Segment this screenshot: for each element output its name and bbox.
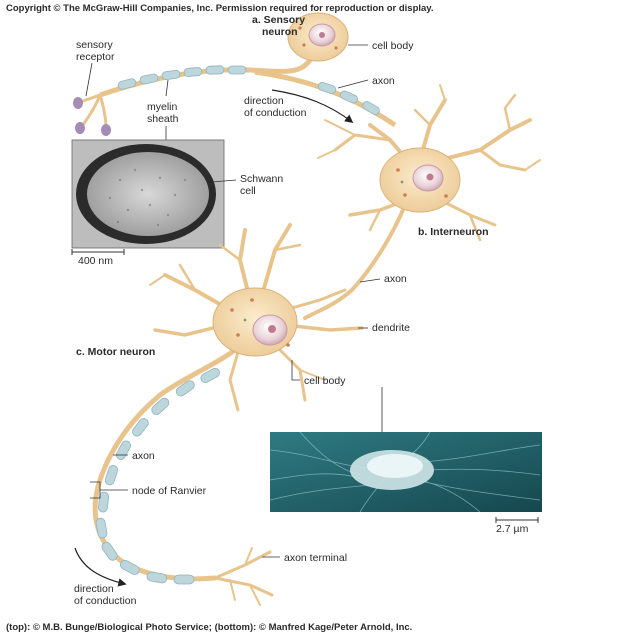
direction-label-top-line2: of conduction (244, 107, 307, 119)
sensory-receptor-label: sensory (76, 39, 114, 51)
neuron-sem-micrograph (270, 432, 542, 512)
sensory-neuron-title-line2: neuron (262, 26, 298, 38)
sensory-receptor-ending (73, 97, 83, 109)
sensory-neuron-title: a. Sensory (252, 14, 305, 26)
myelin-sheath-label-line2: sheath (147, 113, 179, 125)
scale-bar-2-7um-label: 2.7 µm (496, 523, 529, 535)
interneuron-title: b. Interneuron (418, 226, 489, 238)
direction-label-top: direction (244, 95, 284, 107)
sensory-receptor-ending (75, 122, 85, 134)
schwann-cell-label: Schwann (240, 173, 283, 185)
conduction-arrow-bottom (75, 548, 125, 584)
direction-label-bottom-line2: of conduction (74, 595, 137, 607)
copyright-notice: Copyright © The McGraw-Hill Companies, I… (6, 3, 434, 14)
sensory-receptor-ending (101, 124, 111, 136)
myelin-sheath-label: myelin (147, 101, 178, 113)
axon-label-low: axon (132, 450, 155, 462)
photo-credit: (top): © M.B. Bunge/Biological Photo Ser… (6, 622, 412, 633)
scale-bar-400nm-label: 400 nm (78, 255, 113, 267)
myelin-micrograph (72, 140, 224, 248)
schwann-cell-label-line2: cell (240, 185, 256, 197)
axon-terminal-label: axon terminal (284, 552, 347, 564)
cell-body-label-mid: cell body (304, 375, 346, 387)
node-of-ranvier-label: node of Ranvier (132, 485, 207, 497)
motor-neuron-title: c. Motor neuron (76, 346, 155, 358)
axon-label-top: axon (372, 75, 395, 87)
direction-label-bottom: direction (74, 583, 114, 595)
sensory-receptor-label-line2: receptor (76, 51, 115, 63)
cell-body-label-top: cell body (372, 40, 414, 52)
axon-label-mid: axon (384, 273, 407, 285)
dendrite-label: dendrite (372, 322, 410, 334)
motor-neuron (95, 225, 362, 605)
